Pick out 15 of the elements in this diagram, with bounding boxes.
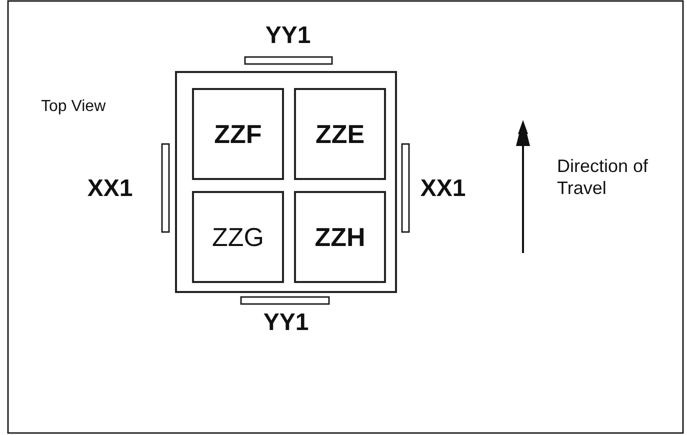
component-label: ZZG: [212, 222, 264, 252]
component-box: [294, 88, 386, 180]
bar-label: YY1: [264, 22, 312, 51]
bar-label: XX1: [419, 175, 467, 204]
component-box: [192, 191, 284, 283]
direction-label: Direction of Travel: [557, 156, 649, 200]
component-box: [294, 191, 386, 283]
bar-label: XX1: [86, 175, 134, 204]
component-box: [192, 88, 284, 180]
frame-box: [175, 71, 397, 293]
component-label: ZZF: [214, 118, 262, 150]
bar-label: YY1: [262, 309, 310, 338]
view-label: Top View: [41, 97, 106, 116]
component-label: ZZE: [315, 118, 365, 150]
component-label: ZZH: [314, 222, 366, 252]
